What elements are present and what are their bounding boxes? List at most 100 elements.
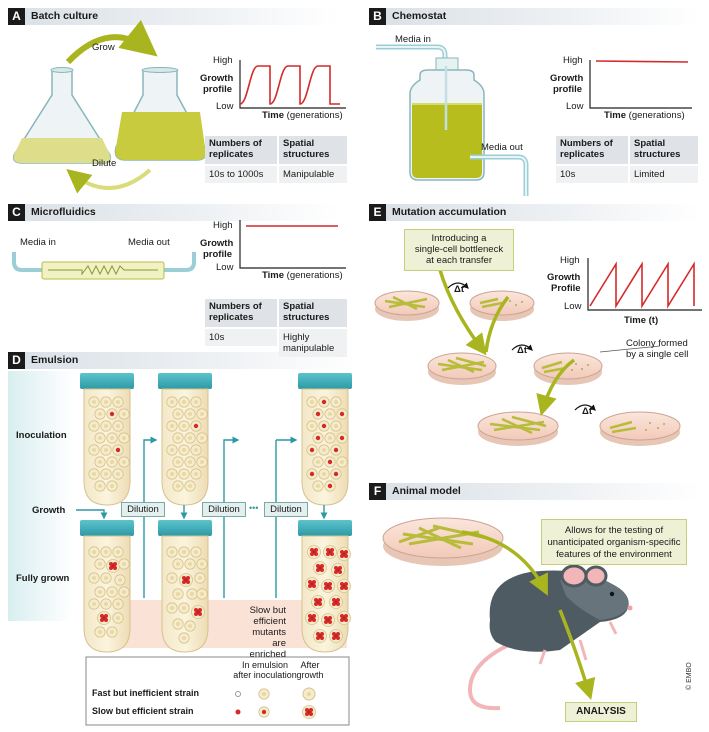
note-line-4: enriched bbox=[249, 649, 286, 660]
dilution-ellipsis: ••• bbox=[249, 503, 259, 513]
c-time-axis-label: Time (generations) bbox=[262, 270, 343, 281]
panel-e-title: Mutation accumulation bbox=[392, 206, 507, 218]
b-profile-label: profile bbox=[553, 84, 583, 95]
e-growth-label: Growth bbox=[547, 272, 581, 283]
bottleneck-line-3: at each transfer bbox=[425, 255, 492, 266]
panel-f-title: Animal model bbox=[392, 485, 461, 497]
dt-label-1: Δt bbox=[454, 284, 464, 295]
environment-line-3: features of the environment bbox=[556, 549, 672, 560]
enriched-note: Slow but efficient mutants are enriched bbox=[236, 605, 286, 660]
e-high-label: High bbox=[560, 255, 580, 266]
c-header-spatial: Spatial structures bbox=[279, 299, 347, 327]
c-time-unit: (generations) bbox=[286, 270, 343, 281]
a-growth-label: Growth bbox=[200, 73, 234, 84]
b-h1b: replicates bbox=[560, 149, 605, 160]
panel-a-title: Batch culture bbox=[31, 10, 99, 22]
a-replicates-value: 10s to 1000s bbox=[205, 166, 277, 183]
panel-e-growth-plot bbox=[587, 258, 702, 311]
c-v2a: Highly bbox=[283, 332, 310, 343]
c-time-word: Time bbox=[262, 270, 285, 281]
b-header-replicates: Numbers of replicates bbox=[556, 136, 628, 164]
panel-b-badge: B bbox=[369, 8, 386, 25]
a-header-replicates: Numbers of replicates bbox=[205, 136, 277, 164]
panel-f-badge: F bbox=[369, 483, 386, 500]
dilution-box-1: Dilution bbox=[121, 502, 165, 517]
legend-col-growth: After growth bbox=[292, 660, 328, 680]
legend-col2a: After bbox=[300, 660, 320, 670]
panel-a-growth-plot bbox=[239, 60, 346, 109]
panel-c-header: C Microfluidics bbox=[8, 204, 338, 221]
mutation-accumulation-dishes bbox=[374, 269, 681, 446]
a-profile-label: profile bbox=[203, 84, 233, 95]
c-v2b: manipulable bbox=[283, 343, 335, 354]
panel-c-title: Microfluidics bbox=[31, 206, 96, 218]
legend-slow-strain: Slow but efficient strain bbox=[92, 706, 194, 716]
inoculation-label: Inoculation bbox=[16, 430, 67, 441]
panel-b-growth-plot bbox=[589, 60, 692, 109]
note-line-1: Slow but bbox=[249, 605, 286, 616]
a-h2b: structures bbox=[283, 149, 330, 160]
panel-d-badge: D bbox=[8, 352, 25, 369]
panel-d-title: Emulsion bbox=[31, 354, 79, 366]
a-h1b: replicates bbox=[209, 149, 254, 160]
c-growth-label: Growth bbox=[200, 238, 234, 249]
c-media-out-label: Media out bbox=[128, 237, 170, 248]
e-time-axis-label: Time (t) bbox=[624, 315, 659, 326]
fully-grown-label: Fully grown bbox=[16, 573, 70, 584]
environment-line-1: Allows for the testing of bbox=[564, 525, 664, 536]
b-time-unit: (generations) bbox=[628, 110, 685, 121]
emulsion-legend bbox=[85, 656, 350, 726]
b-high-label: High bbox=[563, 55, 583, 66]
b-time-axis-label: Time (generations) bbox=[604, 110, 685, 121]
colony-line-2: by a single cell bbox=[626, 349, 689, 360]
chemostat-vessel bbox=[376, 44, 529, 196]
analysis-label: ANALYSIS bbox=[565, 702, 637, 722]
emulsion-arrows bbox=[76, 436, 328, 598]
b-replicates-value: 10s bbox=[556, 166, 628, 183]
c-low-label: Low bbox=[216, 262, 234, 273]
a-time-axis-label: Time (generations) bbox=[262, 110, 343, 121]
note-line-3: mutants are bbox=[252, 627, 286, 649]
b-media-out-label: Media out bbox=[481, 142, 523, 153]
a-low-label: Low bbox=[216, 101, 234, 112]
b-h2b: structures bbox=[634, 149, 681, 160]
dilute-label: Dilute bbox=[92, 158, 117, 169]
panel-a-badge: A bbox=[8, 8, 25, 25]
copyright: © EMBO bbox=[686, 662, 693, 690]
c-spatial-value: Highly manipulable bbox=[279, 329, 347, 357]
c-h1a: Numbers of bbox=[209, 301, 262, 312]
dt-label-3: Δt bbox=[582, 406, 592, 417]
panel-d-header: D Emulsion bbox=[8, 352, 358, 369]
b-h1a: Numbers of bbox=[560, 138, 613, 149]
c-replicates-value: 10s bbox=[205, 329, 277, 346]
note-line-2: efficient bbox=[253, 616, 286, 627]
panel-f-header: F Animal model bbox=[369, 483, 701, 500]
b-low-label: Low bbox=[566, 101, 584, 112]
a-time-word: Time bbox=[262, 110, 285, 121]
a-spatial-value: Manipulable bbox=[279, 166, 347, 183]
panel-c-growth-plot bbox=[239, 220, 346, 269]
a-high-label: High bbox=[213, 55, 233, 66]
b-media-in-label: Media in bbox=[395, 34, 431, 45]
legend-col-inoculation: In emulsion after inoculation bbox=[220, 660, 310, 680]
c-h2b: structures bbox=[283, 312, 330, 323]
dilution-box-2: Dilution bbox=[202, 502, 246, 517]
a-time-unit: (generations) bbox=[286, 110, 343, 121]
legend-col1a: In emulsion bbox=[241, 660, 289, 670]
legend-col1b: after inoculation bbox=[233, 670, 297, 680]
emulsion-label-band bbox=[8, 371, 74, 621]
a-h2a: Spatial bbox=[283, 138, 315, 149]
c-profile-label: profile bbox=[203, 249, 233, 260]
colony-line-1: Colony formed bbox=[626, 338, 688, 349]
animal-model-scene bbox=[382, 517, 641, 711]
bottleneck-line-2: single-cell bottleneck bbox=[414, 244, 504, 255]
legend-col2b: growth bbox=[296, 670, 324, 680]
c-h2a: Spatial bbox=[283, 301, 315, 312]
panel-c-badge: C bbox=[8, 204, 25, 221]
panel-a-header: A Batch culture bbox=[8, 8, 338, 25]
growth-row-label: Growth bbox=[32, 505, 66, 516]
e-profile-label: Profile bbox=[551, 283, 581, 294]
bottleneck-note: Introducing a single-cell bottleneck at … bbox=[404, 229, 514, 271]
b-time-word: Time bbox=[604, 110, 627, 121]
